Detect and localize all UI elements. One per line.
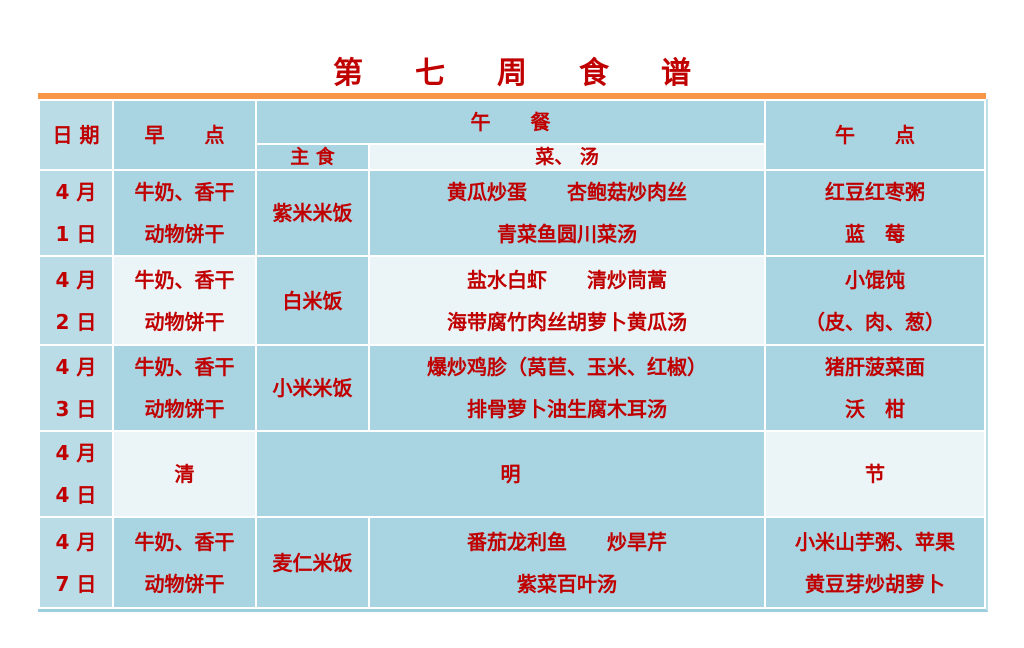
weekly-menu-table-wrap: 日 期 早 点 午 餐 午 点 主 食 菜、 汤 4 月 1 日 牛奶、香干 动… <box>38 99 988 612</box>
table-row-apr4-holiday: 4 月 4 日 清 明 节 <box>38 430 986 518</box>
cell-dishes: 盐水白虾 清炒茼蒿 海带腐竹肉丝胡萝卜黄瓜汤 <box>368 255 766 346</box>
table-row-apr2: 4 月 2 日 牛奶、香干 动物饼干 白米饭 盐水白虾 清炒茼蒿 海带腐竹肉丝胡… <box>38 255 986 346</box>
cell-dishes: 黄瓜炒蛋 杏鲍菇炒肉丝 青菜鱼圆川菜汤 <box>368 169 766 257</box>
cell-snack: 小馄饨 （皮、肉、葱） <box>764 255 986 346</box>
cell-staple: 麦仁米饭 <box>255 516 370 609</box>
cell-breakfast: 牛奶、香干 动物饼干 <box>112 516 257 609</box>
header-row-sub: 主 食 菜、 汤 <box>39 143 985 171</box>
cell-breakfast: 牛奶、香干 动物饼干 <box>112 169 257 257</box>
page-title: 第七周食谱 <box>333 56 743 91</box>
cell-snack: 猪肝菠菜面 沃 柑 <box>764 344 986 432</box>
table-row-apr1: 4 月 1 日 牛奶、香干 动物饼干 紫米米饭 黄瓜炒蛋 杏鲍菇炒肉丝 青菜鱼圆… <box>38 169 986 257</box>
cell-date: 4 月 2 日 <box>38 255 114 346</box>
cell-breakfast: 牛奶、香干 动物饼干 <box>112 255 257 346</box>
cell-dishes: 爆炒鸡胗（莴苣、玉米、红椒） 排骨萝卜油生腐木耳汤 <box>368 344 766 432</box>
cell-date: 4 月 4 日 <box>38 430 114 518</box>
page-title-wrap: 第七周食谱 <box>0 48 1024 92</box>
cell-date: 4 月 3 日 <box>38 344 114 432</box>
header-snack: 午 点 <box>764 99 986 171</box>
table-row-apr3: 4 月 3 日 牛奶、香干 动物饼干 小米米饭 爆炒鸡胗（莴苣、玉米、红椒） 排… <box>38 344 986 432</box>
cell-date: 4 月 7 日 <box>38 516 114 609</box>
table-row-apr7: 4 月 7 日 牛奶、香干 动物饼干 麦仁米饭 番茄龙利鱼 炒旱芹 紫菜百叶汤 … <box>38 516 986 609</box>
header-dishes: 菜、 汤 <box>368 143 766 171</box>
cell-staple: 紫米米饭 <box>255 169 370 257</box>
cell-dishes: 番茄龙利鱼 炒旱芹 紫菜百叶汤 <box>368 516 766 609</box>
cell-staple: 小米米饭 <box>255 344 370 432</box>
header-date: 日 期 <box>38 99 114 171</box>
accent-divider <box>38 93 986 99</box>
cell-staple: 白米饭 <box>255 255 370 346</box>
cell-breakfast: 清 <box>112 430 257 518</box>
header-breakfast: 早 点 <box>112 99 257 171</box>
cell-breakfast: 牛奶、香干 动物饼干 <box>112 344 257 432</box>
cell-snack: 红豆红枣粥 蓝 莓 <box>764 169 986 257</box>
header-lunch: 午 餐 <box>255 99 766 145</box>
cell-lunch-merged: 明 <box>255 430 766 518</box>
cell-snack: 节 <box>764 430 986 518</box>
header-row-top: 日 期 早 点 午 餐 午 点 <box>38 99 986 171</box>
cell-date: 4 月 1 日 <box>38 169 114 257</box>
weekly-menu-table: 日 期 早 点 午 餐 午 点 主 食 菜、 汤 4 月 1 日 牛奶、香干 动… <box>38 99 986 609</box>
cell-snack: 小米山芋粥、苹果 黄豆芽炒胡萝卜 <box>764 516 986 609</box>
header-staple: 主 食 <box>255 143 370 171</box>
